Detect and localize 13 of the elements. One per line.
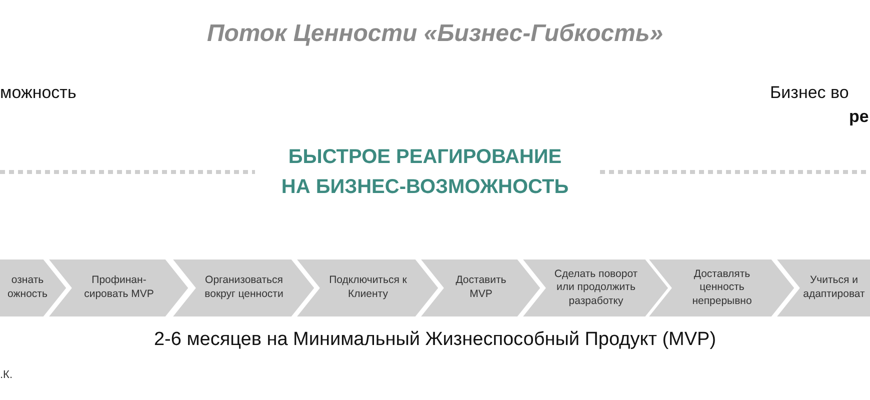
side-label: Бизнес во: [770, 82, 849, 104]
step-text: Организоваться вокруг ценности: [204, 274, 284, 302]
step-text: Учиться и адаптироват: [802, 274, 866, 302]
step-text: ознать ожность: [6, 274, 48, 302]
caption: 2-6 месяцев на Минимальный Жизнеспособный Продукт (MVP): [152, 329, 718, 351]
side-label: можность: [0, 82, 76, 104]
step-text: Доставить MVP: [454, 274, 508, 302]
footer-note: .К.: [0, 368, 13, 383]
side-label: ре: [849, 106, 869, 128]
section-heading: БЫСТРОЕ РЕАГИРОВАНИЕ НА БИЗНЕС-ВОЗМОЖНОСТЬ: [280, 145, 570, 200]
title: Поток Ценности «Бизнес-Гибкость»: [206, 20, 664, 48]
step-text: Доставлять ценность непрерывно: [691, 268, 753, 308]
step-text: Сделать поворот или продолжить разработку: [553, 268, 639, 308]
